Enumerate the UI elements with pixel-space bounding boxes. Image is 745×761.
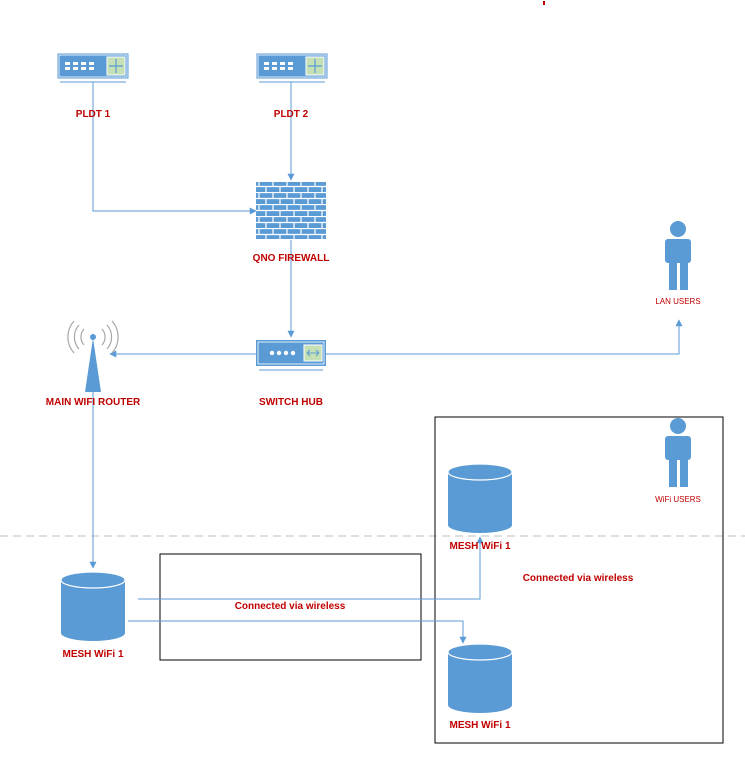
wireless-box-left [159, 553, 422, 661]
wifi-tower-icon [67, 320, 119, 392]
link-pldt1-firewall [92, 82, 257, 215]
label-wifi-users: WiFi USERS [655, 495, 701, 504]
mesh-bottom-cylinder-icon [447, 643, 513, 713]
link-mesh-meshtop [138, 536, 484, 600]
link-switch-lanusers [326, 319, 683, 355]
label-lan-users: LAN USERS [655, 297, 701, 306]
label-switch-hub: SWITCH HUB [259, 397, 323, 408]
label-mesh-top: MESH WiFi 1 [449, 541, 511, 552]
switch-icon [256, 340, 326, 371]
pldt1-modem-icon [56, 52, 130, 83]
label-pldt1: PLDT 1 [75, 109, 111, 120]
lan-user-icon [665, 221, 691, 290]
firewall-icon [256, 182, 326, 239]
mesh-left-cylinder-icon [60, 571, 126, 641]
label-main-router: MAIN WIFI ROUTER [45, 397, 141, 408]
connectors [89, 82, 683, 644]
label-firewall: QNO FIREWALL [252, 253, 330, 264]
wireless-box-right [434, 416, 724, 744]
label-mesh-bottom: MESH WiFi 1 [449, 720, 511, 731]
pldt2-modem-icon [255, 52, 329, 83]
red-mark [543, 1, 545, 5]
link-mesh-meshbottom [128, 620, 467, 644]
note-wireless-right: Connected via wireless [522, 573, 634, 584]
wifi-user-icon [665, 418, 691, 487]
label-mesh-left: MESH WiFi 1 [62, 649, 124, 660]
label-pldt2: PLDT 2 [273, 109, 309, 120]
mesh-top-cylinder-icon [447, 463, 513, 533]
note-wireless-left: Connected via wireless [234, 601, 346, 612]
